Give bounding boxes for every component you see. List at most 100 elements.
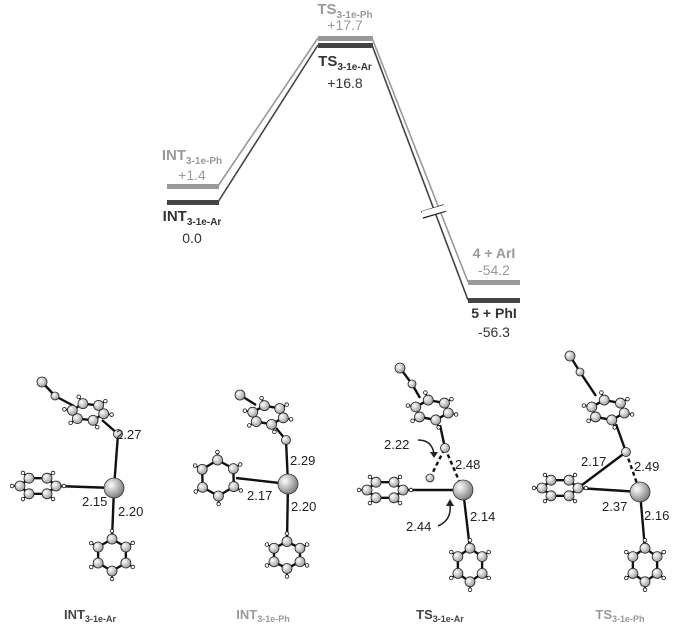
hydrogen-atom [661,575,666,581]
hydrogen-atom [449,549,454,555]
carbon-atom [281,563,293,574]
hydrogen-atom [423,390,428,395]
carbon-atom [397,484,409,496]
caption-s2: INT3-1e-Ph [236,607,289,624]
hydrogen-atom [367,500,373,506]
atom [234,389,246,401]
arrow-s3-upper [417,439,435,455]
hydrogen-atom [109,576,115,582]
carbon-atom [651,551,663,562]
carbon-atom [618,407,630,419]
distance-s4-3: 2.16 [644,508,669,523]
structure-s4-model [531,350,666,592]
distance-s1-2: 2.20 [118,504,143,519]
atom [36,376,48,388]
label-4: 4 + ArI [473,245,516,261]
carbon-atom [93,400,104,411]
carbon-atom [106,565,118,577]
carbon-atom [563,490,575,502]
hydrogen-atom [264,542,270,547]
hydrogen-atom [410,418,415,424]
hydrogen-atom [356,487,362,493]
carbon-atom [77,398,89,410]
hydrogen-atom [367,474,373,480]
arrow-s3-lower [437,503,451,527]
carbon-atom [615,397,626,409]
hydrogen-atom [642,538,648,543]
carbon-atom [639,542,651,554]
energy-4: -54.2 [478,262,510,278]
carbon-atom [388,492,400,504]
carbon-atom [563,474,575,486]
hydrogen-atom [304,542,310,547]
label-ts-ar: TS3-1e-Ar [318,53,372,73]
carbon-atom [361,484,373,496]
carbon-atom [464,542,476,554]
distance-s1-1: 2.15 [82,494,107,509]
hydrogen-atom [68,420,73,426]
carbon-atom [281,536,293,547]
energy-ts-ph: +17.7 [327,17,363,33]
hydrogen-atom [586,418,591,424]
carbon-atom [50,480,62,492]
atom [281,435,291,445]
atom [425,473,435,483]
iodine-atom [452,479,474,501]
hydrogen-atom [624,575,629,581]
carbon-atom [388,476,400,488]
carbon-atom [370,492,382,504]
carbon-atom [627,551,639,563]
label-int-ph: INT3-1e-Ph [162,147,222,167]
structure-s4: 2.17 2.49 2.37 2.16 TS3-1e-Ph [531,350,669,624]
connector-int-ar-to-ts-ar [217,44,319,203]
structure-s2: 2.29 2.17 2.20 INT3-1e-Ph [192,389,316,624]
carbon-atom [266,418,277,430]
carbon-atom [476,567,488,579]
carbon-atom [92,557,104,569]
hydrogen-atom [642,587,648,592]
carbon-atom [247,406,259,418]
carbon-atom [410,401,422,413]
hydrogen-atom [109,528,115,534]
hydrogen-atom [405,403,411,408]
carbon-atom [452,568,464,579]
carbon-atom [442,407,454,419]
hydrogen-atom [238,462,243,467]
hydrogen-atom [397,500,403,506]
distance-s3-0: 2.22 [384,437,409,452]
energy-5: -56.3 [478,324,510,340]
hydrogen-atom [486,549,491,555]
structure-s3-model [356,362,491,592]
hydrogen-atom [242,408,248,413]
distance-s3-1: 2.48 [455,457,480,472]
energy-int-ph: +1.4 [178,167,206,183]
hydrogen-atom [50,496,56,502]
atom [440,443,450,453]
hydrogen-atom [288,417,294,422]
hydrogen-atom [612,425,617,430]
level-bar-ts-ph [318,36,373,41]
energy-ts-ar: +16.8 [327,75,363,91]
hydrogen-atom [192,463,198,468]
hydrogen-atom [583,485,589,491]
carbon-atom [106,533,118,545]
caption-s1: INT3-1e-Ar [64,607,116,624]
structure-s3: 2.22 2.48 2.44 2.14 TS3-1e-Ar [356,362,495,624]
hydrogen-atom [453,412,459,417]
carbon-atom [87,414,99,426]
bond [428,447,447,479]
carbon-atom [422,394,434,406]
level-bar-4 [468,280,520,285]
hydrogen-atom [130,540,135,546]
carbon-atom [268,556,280,568]
carbon-atom [464,576,476,588]
carbon-atom [586,401,598,413]
hydrogen-atom [408,487,414,493]
hydrogen-atom [20,496,26,502]
label-5: 5 + PhI [471,305,517,321]
carbon-atom [120,541,132,553]
hydrogen-atom [467,538,473,543]
arrowhead-s3-upper [430,452,438,458]
energy-int-ar: 0.0 [182,230,202,246]
carbon-atom [227,463,239,475]
